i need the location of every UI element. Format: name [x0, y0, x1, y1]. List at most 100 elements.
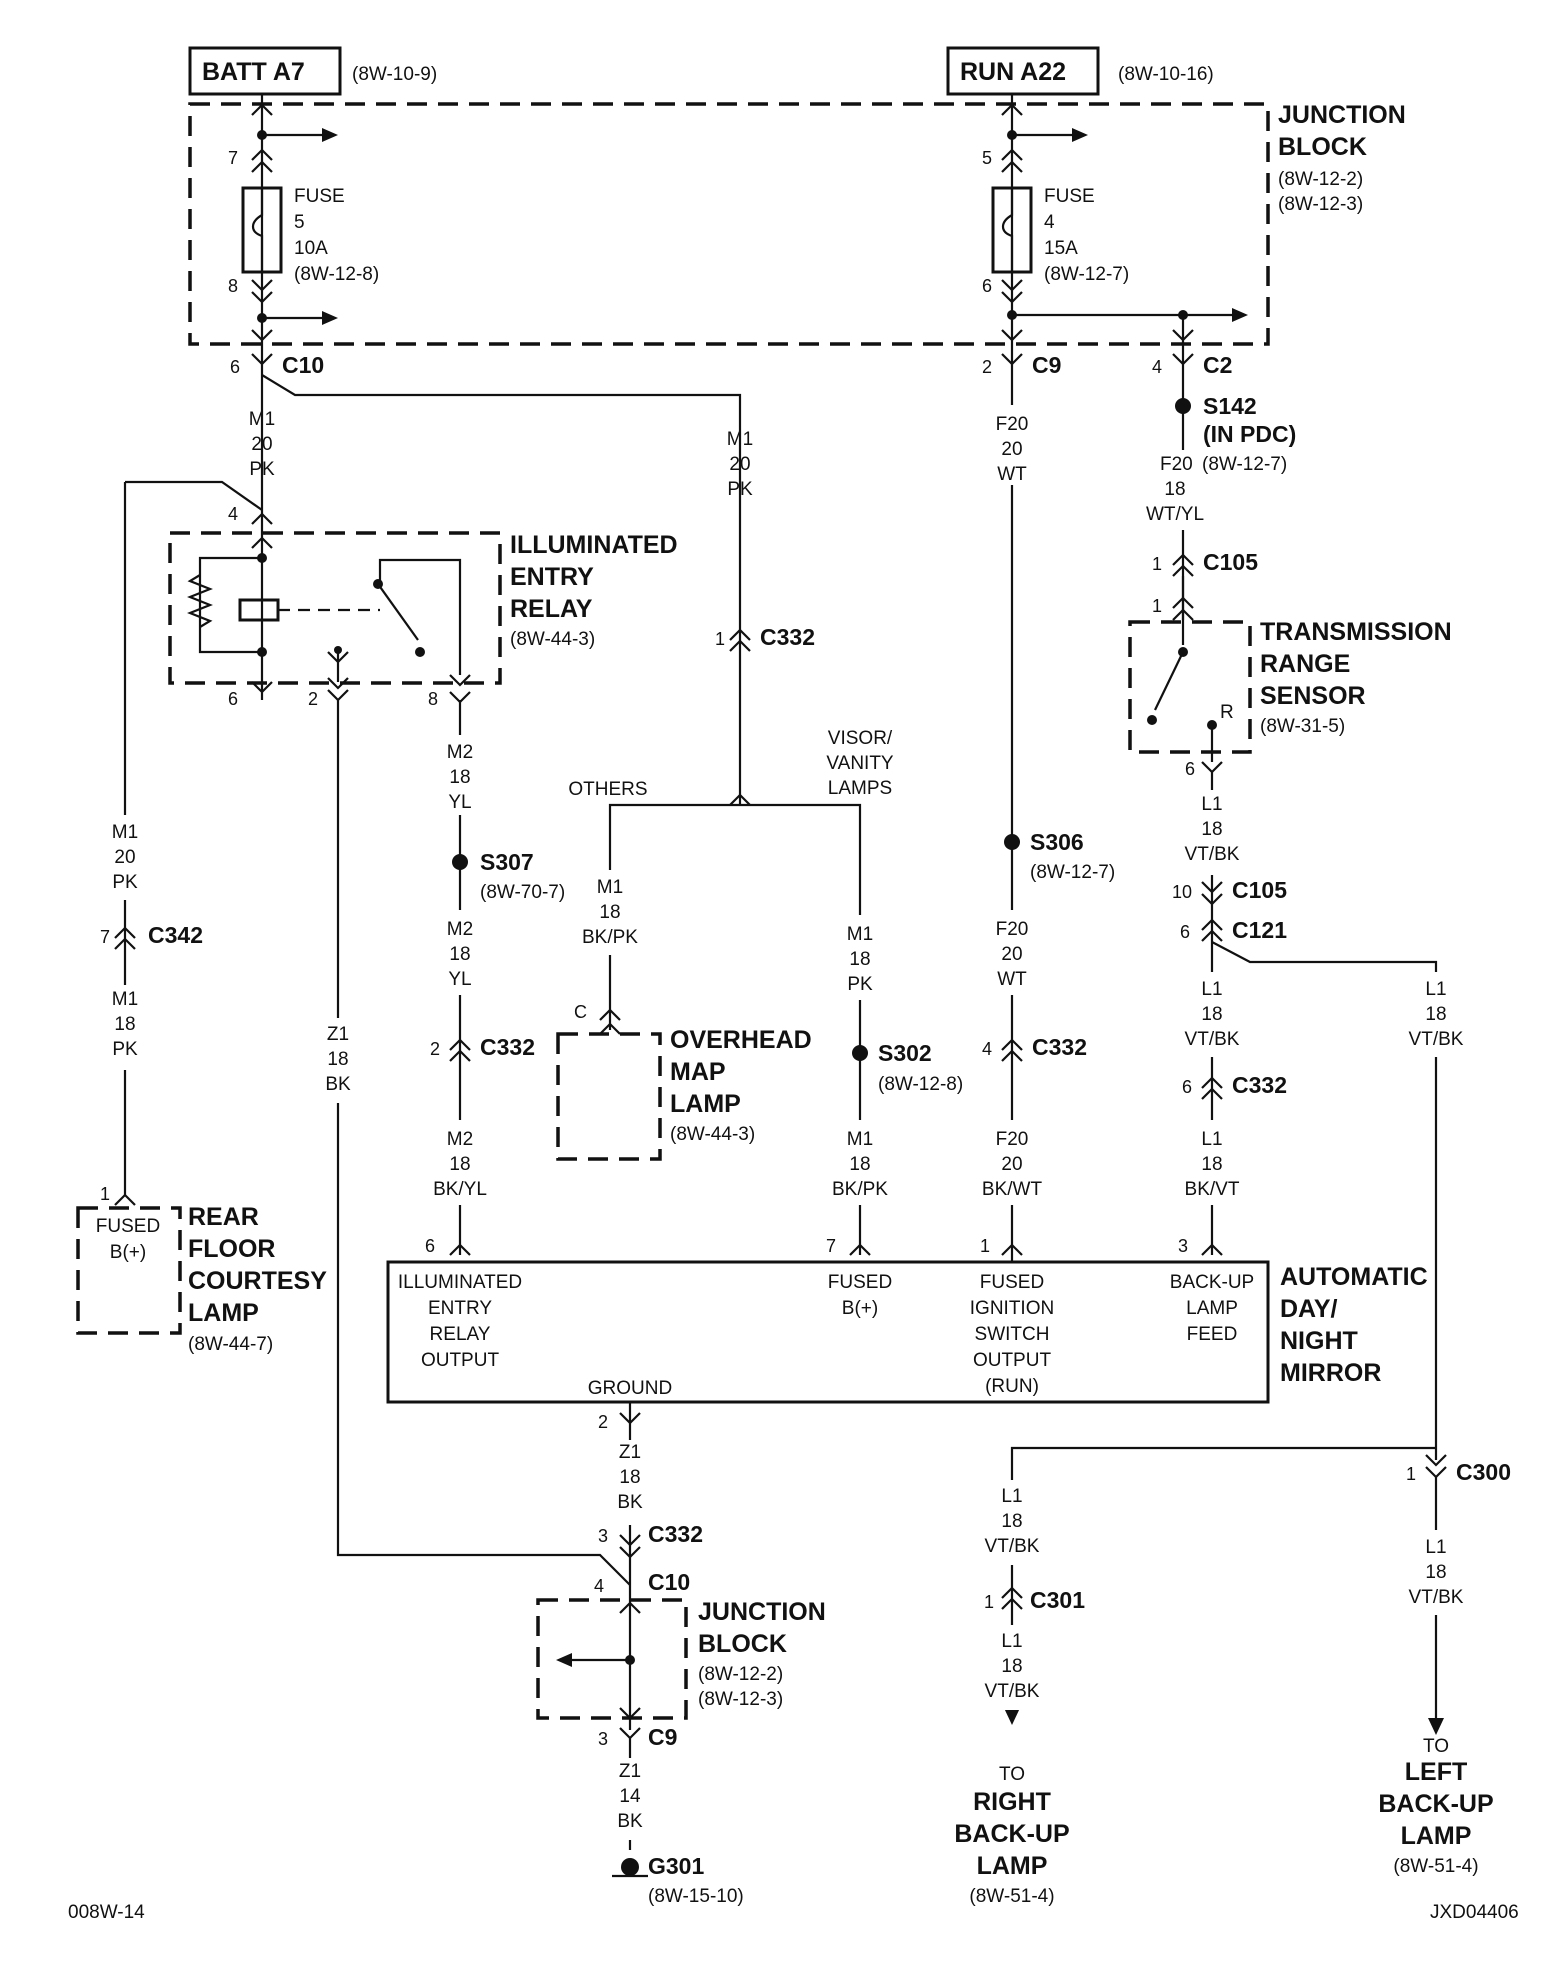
connector-c332-b-symbol — [449, 1038, 471, 1062]
connector-c342-symbol — [114, 926, 136, 950]
right-lamp-l3: LAMP — [977, 1852, 1048, 1880]
wire-l1-b-2: 18 — [1201, 1004, 1222, 1025]
wire-m1-a-1: M1 — [249, 409, 275, 430]
fuse5-pin-out: 8 — [228, 276, 238, 296]
rear-lamp-title3: COURTESY — [188, 1267, 327, 1295]
c10-bot-label: C10 — [648, 1569, 690, 1595]
trs-title3: SENSOR — [1260, 682, 1366, 710]
wire-l1-c-2: 18 — [1425, 1004, 1446, 1025]
wire-m1-b-2: 20 — [729, 454, 750, 475]
wire-z1-a-3: BK — [325, 1074, 351, 1095]
left-lamp-ref: (8W-51-4) — [1393, 1856, 1478, 1877]
fuse-5 — [241, 94, 338, 345]
wire-f20-b-3: WT/YL — [1146, 504, 1204, 525]
mirror-ground: GROUND — [588, 1378, 672, 1399]
c2-pin: 4 — [1152, 357, 1162, 377]
wire-l1-a-1: L1 — [1201, 794, 1222, 815]
fuse5-line3: 10A — [294, 238, 328, 259]
splice-s142-dot — [1175, 398, 1191, 414]
ground-g301-ref: (8W-15-10) — [648, 1886, 744, 1907]
fuse4-pin-in: 5 — [982, 148, 992, 168]
wire-f20-a-2: 20 — [1001, 439, 1022, 460]
junction-block-bot-title1: JUNCTION — [698, 1598, 826, 1626]
fuse5-line2: 5 — [294, 212, 305, 233]
c10-bot-pin: 4 — [594, 1576, 604, 1596]
relay-ref: (8W-44-3) — [510, 629, 595, 650]
wire-m1-bkpk-2: 18 — [599, 902, 620, 923]
wire-m2-b-2: 18 — [449, 944, 470, 965]
wire-m1-a-2: 20 — [251, 434, 272, 455]
wire-l1-c-3: VT/BK — [1409, 1029, 1464, 1050]
wire-m1-pk-visor-2: 18 — [849, 949, 870, 970]
rear-floor-courtesy-lamp-box — [76, 1206, 182, 1335]
c342-pin: 7 — [100, 927, 110, 947]
wire-f20-a-3: WT — [997, 464, 1027, 485]
branch-visor2: VANITY — [826, 753, 894, 774]
wire-f20-a-1: F20 — [996, 414, 1029, 435]
c105-a-pin: 1 — [1152, 554, 1162, 574]
mirror-p2-1: FUSED — [828, 1272, 892, 1293]
mirror-pin7: 7 — [826, 1236, 836, 1256]
connector-c10-top-symbol — [251, 345, 742, 790]
batt-source-ref: (8W-10-9) — [352, 64, 437, 85]
mirror-p1-4: OUTPUT — [421, 1350, 500, 1371]
wire-m1-c-3: PK — [112, 872, 138, 893]
wire-l1-f-2: 18 — [1001, 1656, 1022, 1677]
right-lamp-l2: BACK-UP — [954, 1820, 1069, 1848]
wire-l1-f-3: VT/BK — [985, 1681, 1040, 1702]
mirror-pin2: 2 — [598, 1412, 608, 1432]
wire-l1-e-1: L1 — [1001, 1486, 1022, 1507]
junction-block-top-title2: BLOCK — [1278, 133, 1367, 161]
mirror-title3: NIGHT — [1280, 1327, 1358, 1355]
splice-s142-sub: (IN PDC) — [1203, 421, 1296, 447]
relay-title3: RELAY — [510, 595, 593, 623]
c301-label: C301 — [1030, 1587, 1085, 1613]
splice-s142-name: S142 — [1203, 393, 1257, 419]
mirror-p4-2: LAMP — [1186, 1298, 1238, 1319]
fuse5-pin-in: 7 — [228, 148, 238, 168]
c332-d-pin: 6 — [1182, 1077, 1192, 1097]
branch-others: OTHERS — [568, 779, 647, 800]
right-lamp-to: TO — [999, 1764, 1025, 1785]
rear-lamp-pin: 1 — [100, 1184, 110, 1204]
wire-m1-bkpk-b-2: 18 — [849, 1154, 870, 1175]
c9-bot-pin: 3 — [598, 1729, 608, 1749]
wire-f20-c-2: 20 — [1001, 944, 1022, 965]
connector-c9-top-symbol — [1001, 345, 1023, 1262]
wire-l1-a-2: 18 — [1201, 819, 1222, 840]
c300-pin: 1 — [1406, 1464, 1416, 1484]
c332-c-pin: 4 — [982, 1039, 992, 1059]
splice-s306-ref: (8W-12-7) — [1030, 862, 1115, 883]
junction-block-bot-ref2: (8W-12-3) — [698, 1689, 783, 1710]
c332-a-pin: 1 — [715, 629, 725, 649]
fuse4-ref: (8W-12-7) — [1044, 264, 1129, 285]
splice-s302-name: S302 — [878, 1040, 932, 1066]
wire-f20-c-1: F20 — [996, 919, 1029, 940]
mirror-title2: DAY/ — [1280, 1295, 1337, 1323]
left-lamp-to: TO — [1423, 1736, 1449, 1757]
connector-c121-symbol — [1201, 918, 1438, 1460]
mirror-pin6: 6 — [425, 1236, 435, 1256]
wire-f20-d-1: F20 — [996, 1129, 1029, 1150]
wire-l1-d-3: BK/VT — [1185, 1179, 1240, 1200]
trs-title2: RANGE — [1260, 650, 1350, 678]
mirror-p4-3: FEED — [1187, 1324, 1238, 1345]
left-lamp-l1: LEFT — [1405, 1758, 1468, 1786]
wire-m1-pk-visor-3: PK — [847, 974, 873, 995]
splice-s307-dot — [452, 854, 468, 870]
c121-pin: 6 — [1180, 922, 1190, 942]
c9-top-pin: 2 — [982, 357, 992, 377]
fuse4-line1: FUSE — [1044, 186, 1095, 207]
rear-floor-lamp-connector — [114, 1193, 136, 1206]
mirror-p3-1: FUSED — [980, 1272, 1044, 1293]
c9-top-label: C9 — [1032, 352, 1061, 378]
wire-m1-bkpk-3: BK/PK — [582, 927, 638, 948]
junction-block-bot-title2: BLOCK — [698, 1630, 787, 1658]
relay-pin4: 4 — [228, 504, 238, 524]
junction-block-top — [188, 102, 1270, 346]
illuminated-entry-relay-box — [168, 531, 502, 685]
batt-source-box — [188, 46, 342, 96]
wire-z1-c-3: BK — [617, 1811, 643, 1832]
wire-l1-f-1: L1 — [1001, 1631, 1022, 1652]
